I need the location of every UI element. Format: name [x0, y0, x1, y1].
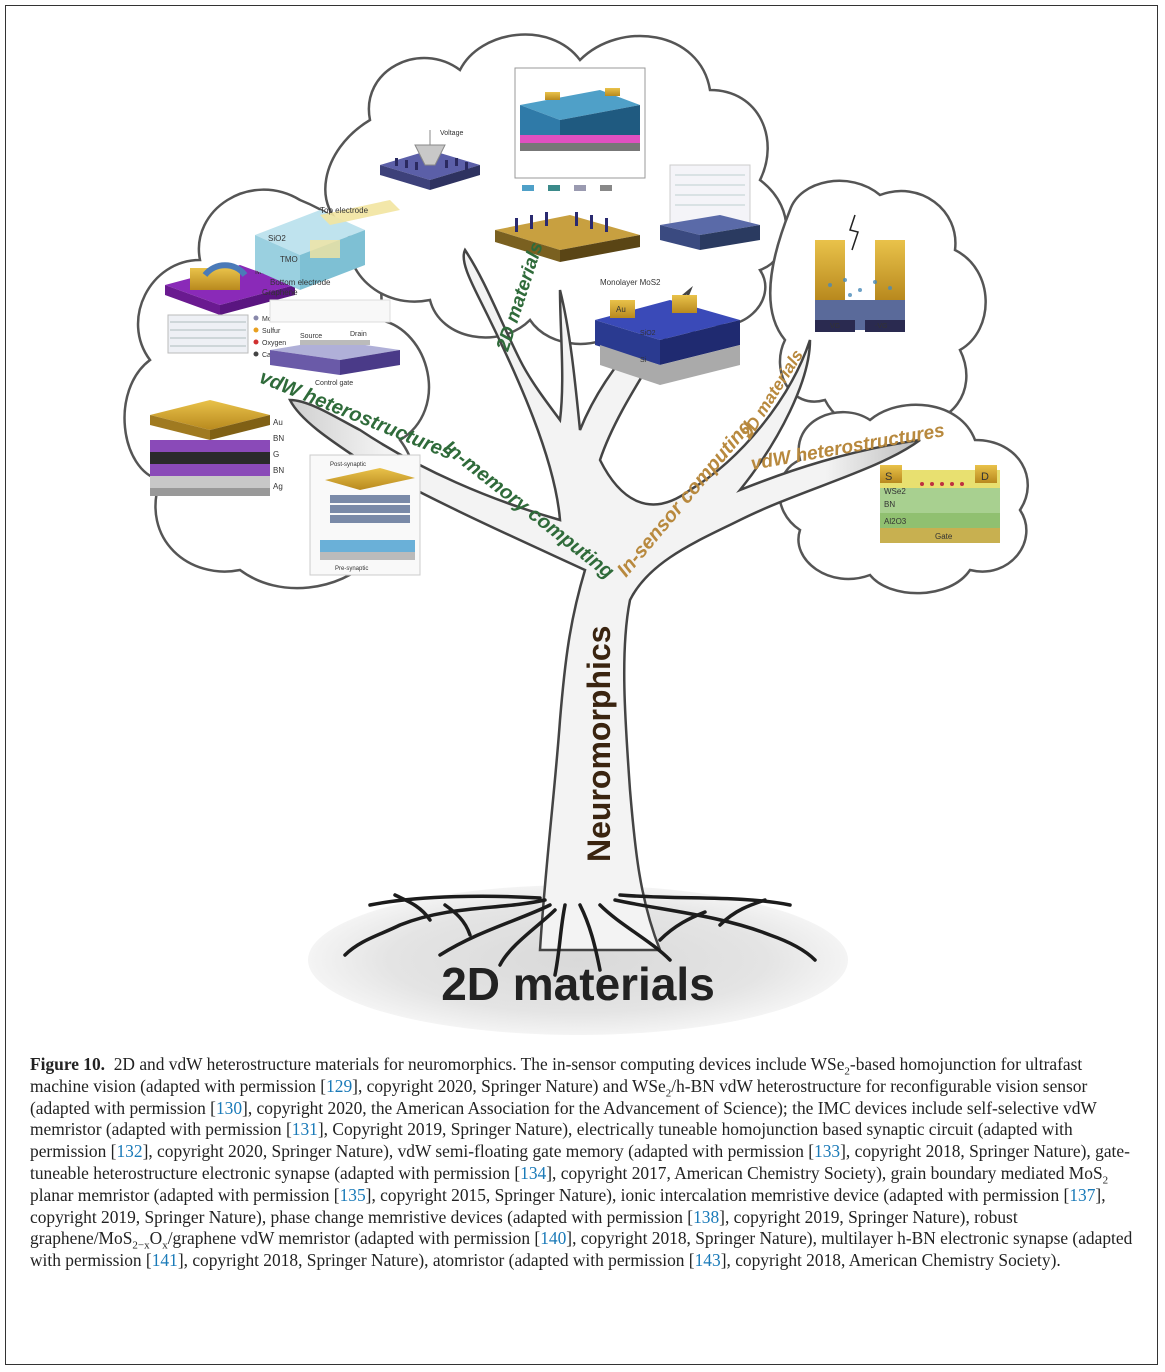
inset-label: Voltage: [440, 130, 463, 137]
trunk-label: Neuromorphics: [581, 626, 617, 862]
inset-label: Top electrode: [320, 206, 369, 215]
inset-label: WSe2: [884, 487, 906, 496]
caption-text: ], copyright 2018, Springer Nature), gat…: [30, 1141, 1130, 1183]
inset-label: S: [885, 471, 892, 483]
roots-label: 2D materials: [441, 958, 715, 1010]
reference-link[interactable]: 138: [693, 1206, 720, 1227]
caption-text: ], copyright 2020, Springer Nature), vdW…: [142, 1141, 815, 1162]
reference-link[interactable]: 134: [520, 1162, 547, 1183]
inset-label: Pre-synaptic: [335, 566, 368, 572]
caption-text: ], copyright 2018, American Chemistry So…: [720, 1250, 1061, 1271]
inset-label: Sulfur: [262, 328, 281, 335]
inset-label: TMO: [280, 255, 298, 264]
caption-text: ], copyright 2020, Springer Nature) and …: [352, 1075, 666, 1096]
inset-label: Source: [300, 333, 322, 340]
caption-text: ], copyright 2018, Springer Nature), mul…: [30, 1228, 1133, 1271]
inset-label: BN: [884, 500, 895, 509]
inset-synapse-array: [495, 212, 640, 262]
inset-label: Gate: [935, 532, 953, 541]
caption-text: ], copyright 2017, American Chemistry So…: [546, 1162, 1103, 1183]
inset-label: Si: [640, 357, 647, 364]
caption-text: ], Copyright 2019, Springer Nature), ele…: [30, 1119, 1073, 1162]
inset-monolayer-mos2: Monolayer MoS2 Au SiO2 Si: [595, 278, 740, 385]
inset-label: Bottom electrode: [270, 278, 331, 287]
inset-label: SiO2: [640, 330, 656, 337]
reference-link[interactable]: 129: [326, 1075, 353, 1096]
reference-link[interactable]: 140: [540, 1228, 567, 1249]
inset-label: -VG: [875, 323, 887, 330]
caption-subscript: 2: [1102, 1174, 1109, 1187]
ground-ellipse: [308, 885, 848, 1035]
inset-label: Drain: [350, 331, 367, 338]
figure-caption: Figure 10. 2D and vdW heterostructure ma…: [30, 1054, 1135, 1272]
inset-label: G: [273, 450, 279, 459]
caption-text: ], copyright 2018, Springer Nature), ato…: [177, 1250, 695, 1271]
inset-label: BN: [273, 434, 284, 443]
inset-wse2-homojunction: VG -VG: [815, 214, 905, 332]
inset-homojunction-circuit: [660, 164, 760, 250]
reference-link[interactable]: 130: [215, 1097, 243, 1118]
tree-trunk: [287, 247, 921, 952]
caption-text: ], copyright 2015, Springer Nature), ion…: [365, 1184, 1070, 1205]
inset-label: Au: [273, 418, 283, 427]
caption-text: O: [149, 1228, 163, 1249]
inset-label: Monolayer MoS2: [600, 278, 661, 287]
caption-subscript: x: [162, 1239, 168, 1252]
caption-text: ], copyright 2019, Springer Nature), rob…: [30, 1206, 1018, 1249]
inset-atomristor-stack: Au BN G BN Ag: [150, 400, 284, 496]
inset-label: Oxygen: [262, 340, 286, 347]
inset-label: Al2O3: [884, 517, 907, 526]
caption-subscript: 2: [844, 1065, 850, 1078]
inset-label: VG: [830, 323, 840, 330]
caption-subscript: 2−x: [132, 1239, 150, 1252]
inset-label: Control gate: [315, 380, 353, 387]
reference-link[interactable]: 141: [151, 1250, 178, 1271]
inset-label: Post-synaptic: [330, 462, 366, 468]
inset-label: D: [981, 471, 989, 483]
inset-label: SiO2: [268, 234, 286, 243]
reference-link[interactable]: 133: [814, 1141, 841, 1162]
caption-text: -based homojunction for ultrafast machin…: [30, 1054, 1083, 1096]
caption-text: ], copyright 2020, the American Associat…: [30, 1097, 1097, 1140]
caption-text: 2D and vdW heterostructure materials for…: [113, 1054, 845, 1074]
inset-semifloating-gate: [514, 67, 646, 191]
figure-number: Figure 10.: [30, 1054, 106, 1074]
reference-link[interactable]: 131: [291, 1119, 318, 1140]
inset-voltage-tip: Voltage: [380, 130, 480, 190]
inset-floating-gate-memory: Source Drain Control gate: [269, 299, 400, 387]
inset-label: BN: [273, 466, 284, 475]
inset-vision-sensor: S D WSe2 BN Al2O3 Gate: [880, 465, 1000, 543]
inset-label: Graphene: [262, 288, 298, 297]
tree-roots: [343, 893, 817, 977]
caption-text: /h-BN vdW heterostructure for reconfigur…: [30, 1075, 1088, 1118]
caption-text: ], copyright 2019, Springer Nature), pha…: [30, 1184, 1106, 1227]
reference-link[interactable]: 143: [694, 1250, 721, 1271]
caption-text: /graphene vdW memristor (adapted with pe…: [167, 1228, 541, 1249]
tree-figure: MoS2-xOx Graphene Molybdenum Sulfur Oxyg…: [123, 33, 1029, 1035]
caption-text: planar memristor (adapted with permissio…: [30, 1184, 340, 1205]
reference-link[interactable]: 135: [339, 1184, 366, 1205]
caption-subscript: 2: [665, 1087, 672, 1100]
inset-tmo-memristor: SiO2 Top electrode TMO Bottom electrode: [255, 200, 400, 290]
inset-label: Au: [616, 305, 626, 314]
inset-label: Ag: [273, 482, 283, 491]
inset-ionic-synapse: Post-synaptic Pre-synaptic: [309, 454, 421, 576]
reference-link[interactable]: 132: [116, 1141, 143, 1162]
reference-link[interactable]: 137: [1069, 1184, 1096, 1205]
